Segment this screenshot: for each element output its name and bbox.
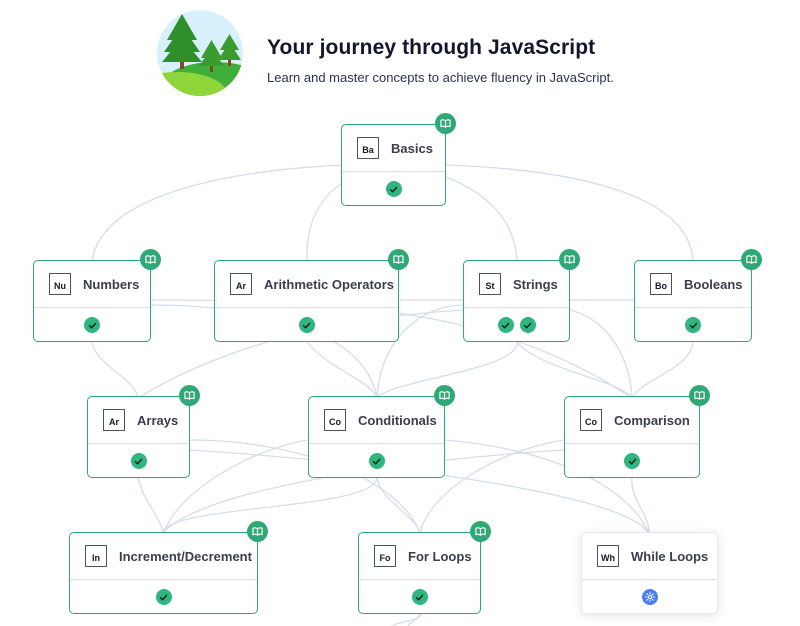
concept-card-increment-decrement[interactable]: In Increment/Decrement — [69, 521, 268, 614]
concept-abbreviation: In — [85, 545, 107, 567]
card-header: Wh While Loops — [582, 533, 717, 579]
book-icon[interactable] — [470, 521, 491, 542]
card-header: Nu Numbers — [34, 261, 150, 307]
concept-status — [582, 580, 717, 614]
book-icon[interactable] — [140, 249, 161, 270]
card-divider — [34, 307, 150, 308]
check-icon — [519, 317, 536, 333]
card-header: Bo Booleans — [635, 261, 751, 307]
concept-title: Numbers — [83, 276, 140, 292]
check-icon — [385, 181, 402, 197]
concept-card-arithmetic-operators[interactable]: Ar Arithmetic Operators — [214, 249, 409, 342]
concept-card-conditionals[interactable]: Co Conditionals — [308, 385, 455, 478]
book-icon[interactable] — [388, 249, 409, 270]
journey-subtitle: Learn and master concepts to achieve flu… — [267, 70, 614, 85]
check-icon — [368, 453, 385, 469]
concept-abbreviation: Ar — [103, 409, 125, 431]
concept-status — [309, 444, 444, 478]
concept-card-while-loops[interactable]: Wh While Loops — [581, 532, 718, 614]
card-header: In Increment/Decrement — [70, 533, 257, 579]
book-icon[interactable] — [559, 249, 580, 270]
concept-abbreviation: Co — [324, 409, 346, 431]
check-icon — [497, 317, 514, 333]
card-divider — [635, 307, 751, 308]
book-icon[interactable] — [179, 385, 200, 406]
check-icon — [155, 589, 172, 605]
book-icon[interactable] — [247, 521, 268, 542]
concept-title: Basics — [391, 140, 433, 156]
concept-card-basics[interactable]: Ba Basics — [341, 113, 456, 206]
check-icon — [298, 317, 315, 333]
concept-abbreviation: Co — [580, 409, 602, 431]
concept-title: Arrays — [137, 412, 179, 428]
forest-hills-illustration — [157, 10, 243, 96]
card-divider — [215, 307, 398, 308]
concept-card-arrays[interactable]: Ar Arrays — [87, 385, 200, 478]
concept-card-for-loops[interactable]: Fo For Loops — [358, 521, 491, 614]
concept-title: Booleans — [684, 276, 743, 292]
card-divider — [342, 171, 445, 172]
card-divider — [309, 443, 444, 444]
card-header: Ar Arrays — [88, 397, 189, 443]
concept-title: Arithmetic Operators — [264, 276, 395, 292]
concept-status — [635, 308, 751, 342]
card-divider — [582, 579, 717, 580]
concept-title: While Loops — [631, 548, 709, 564]
concept-title: Conditionals — [358, 412, 437, 428]
concept-status — [359, 580, 480, 614]
concept-card-booleans[interactable]: Bo Booleans — [634, 249, 762, 342]
book-icon[interactable] — [741, 249, 762, 270]
book-icon[interactable] — [435, 113, 456, 134]
card-divider — [464, 307, 569, 308]
check-icon — [84, 317, 100, 333]
concept-abbreviation: Bo — [650, 273, 672, 295]
card-divider — [359, 579, 480, 580]
concept-status — [88, 444, 189, 478]
concept-card-numbers[interactable]: Nu Numbers — [33, 249, 161, 342]
card-header: Co Conditionals — [309, 397, 444, 443]
concept-card-strings[interactable]: St Strings — [463, 249, 580, 342]
concept-title: Strings — [513, 276, 558, 292]
concept-abbreviation: Ar — [230, 273, 252, 295]
concept-status — [565, 444, 699, 478]
card-header: St Strings — [464, 261, 569, 307]
book-icon[interactable] — [434, 385, 455, 406]
check-icon — [130, 453, 147, 469]
journey-title: Your journey through JavaScript — [267, 36, 596, 59]
check-icon — [624, 453, 640, 469]
concept-abbreviation: Ba — [357, 137, 379, 159]
concept-status — [215, 308, 398, 342]
concept-abbreviation: Wh — [597, 545, 619, 567]
card-header: Ba Basics — [342, 125, 445, 171]
check-icon — [411, 589, 428, 605]
concept-abbreviation: Nu — [49, 273, 71, 295]
concept-abbreviation: Fo — [374, 545, 396, 567]
concept-title: Increment/Decrement — [119, 548, 252, 564]
check-icon — [685, 317, 701, 333]
book-icon[interactable] — [689, 385, 710, 406]
card-divider — [565, 443, 699, 444]
concept-status — [464, 308, 569, 342]
card-divider — [70, 579, 257, 580]
card-divider — [88, 443, 189, 444]
card-header: Fo For Loops — [359, 533, 480, 579]
concept-abbreviation: St — [479, 273, 501, 295]
concept-status — [70, 580, 257, 614]
concept-status — [342, 172, 445, 206]
card-header: Co Comparison — [565, 397, 699, 443]
concept-card-comparison[interactable]: Co Comparison — [564, 385, 710, 478]
sun-icon — [641, 589, 658, 605]
concept-title: Comparison — [614, 412, 690, 428]
concept-status — [34, 308, 150, 342]
concept-title: For Loops — [408, 548, 472, 564]
card-header: Ar Arithmetic Operators — [215, 261, 398, 307]
